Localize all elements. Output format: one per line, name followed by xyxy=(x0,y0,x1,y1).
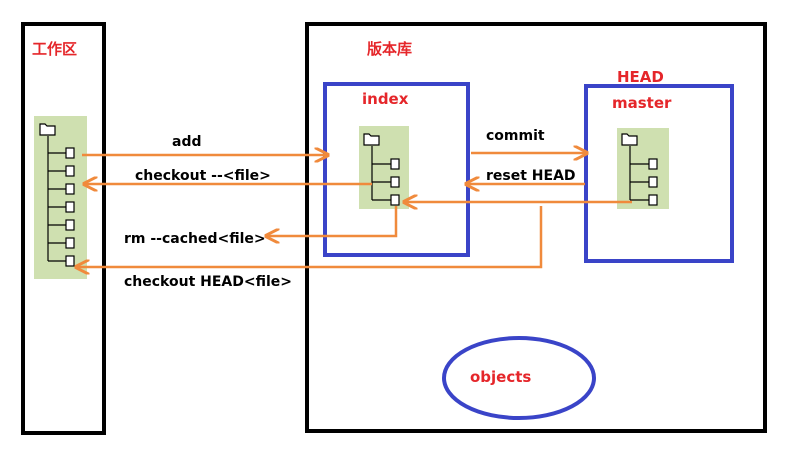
workspace-box xyxy=(21,22,106,435)
master-tree xyxy=(617,128,669,209)
index-label: index xyxy=(362,90,409,108)
master-label: master xyxy=(612,94,672,112)
index-box xyxy=(323,82,470,257)
workspace-label: 工作区 xyxy=(32,40,77,58)
file-icons xyxy=(630,158,658,206)
reset-head-label: reset HEAD xyxy=(486,168,576,184)
folder-icon xyxy=(621,133,638,146)
objects-ellipse xyxy=(442,336,596,420)
rm-cached-label: rm --cached<file> xyxy=(124,231,266,247)
folder-icon xyxy=(363,133,380,146)
file-icons xyxy=(48,147,75,267)
rm-cached-arrow xyxy=(266,206,398,236)
folder-icon xyxy=(39,123,56,136)
checkout-file-label: checkout --<file> xyxy=(135,168,271,184)
workspace-tree xyxy=(34,116,87,279)
repository-box xyxy=(305,22,767,433)
checkout-head-file-arrow xyxy=(76,206,543,267)
head-label: HEAD xyxy=(617,68,664,86)
file-icons xyxy=(372,158,400,206)
repository-label: 版本库 xyxy=(367,40,412,58)
objects-label: objects xyxy=(470,368,531,386)
commit-label: commit xyxy=(486,128,545,144)
add-label: add xyxy=(172,134,202,150)
checkout-head-file-label: checkout HEAD<file> xyxy=(124,274,292,290)
master-box xyxy=(584,84,734,263)
index-tree xyxy=(359,126,409,209)
